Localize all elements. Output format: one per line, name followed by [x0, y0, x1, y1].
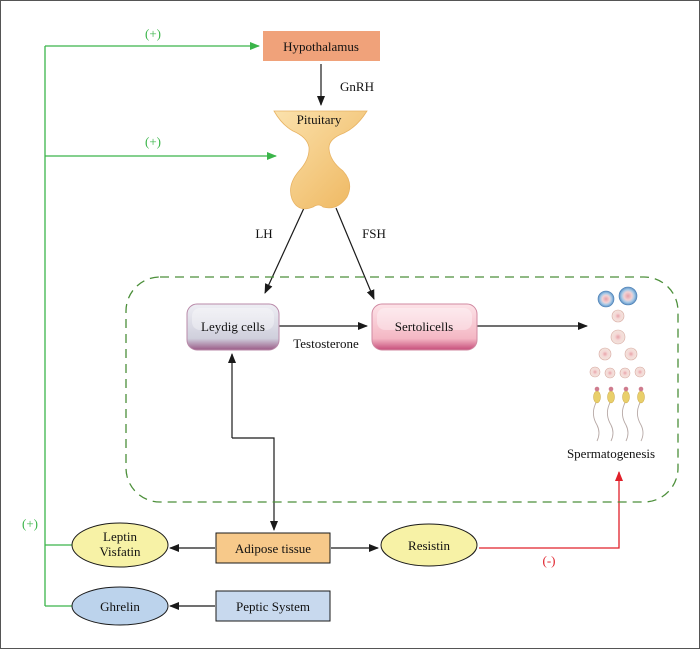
peptic-system-label: Peptic System: [236, 599, 310, 614]
leptin-label: Leptin: [103, 529, 137, 544]
black-arrows: [169, 64, 588, 610]
pituitary-label: Pituitary: [297, 112, 342, 127]
leptin-visfatin-ellipse: [71, 522, 169, 568]
green-feedback-lines: [44, 42, 277, 607]
sertoli-cells-box: [371, 303, 478, 351]
gnrh-label: GnRH: [340, 79, 374, 94]
spermatogenesis-cells-icon: [589, 286, 646, 442]
visfatin-label: Visfatin: [99, 544, 141, 559]
leydig-cells-label: Leydig cells: [201, 319, 265, 334]
plus-label-left: (+): [22, 516, 38, 531]
testosterone-label: Testosterone: [293, 336, 359, 351]
plus-label-top: (+): [145, 26, 161, 41]
arrow-to-adipose: [232, 437, 278, 531]
testis-dashed-region: [125, 276, 679, 503]
red-arrow-resistin-to-spermatogenesis: [479, 471, 623, 549]
arrow-lh: [264, 207, 305, 294]
fsh-label: FSH: [362, 226, 386, 241]
leydig-cells-box: [186, 303, 280, 351]
ghrelin-ellipse: [71, 586, 169, 626]
minus-label: (-): [543, 553, 556, 568]
arrow-fsh: [335, 207, 375, 300]
hypothalamus-box: [263, 31, 380, 61]
resistin-ellipse: [380, 523, 478, 567]
resistin-label: Resistin: [408, 538, 450, 553]
lh-label: LH: [255, 226, 272, 241]
pituitary-gland-icon: [273, 110, 368, 210]
ghrelin-label: Ghrelin: [100, 599, 140, 614]
hypothalamus-label: Hypothalamus: [283, 39, 359, 54]
adipose-tissue-label: Adipose tissue: [235, 541, 311, 556]
adipose-tissue-box: [215, 532, 331, 564]
plus-label-mid: (+): [145, 134, 161, 149]
sertoli-cells-label: Sertolicells: [395, 319, 454, 334]
peptic-system-box: [215, 590, 331, 622]
spermatogenesis-label: Spermatogenesis: [567, 446, 655, 461]
